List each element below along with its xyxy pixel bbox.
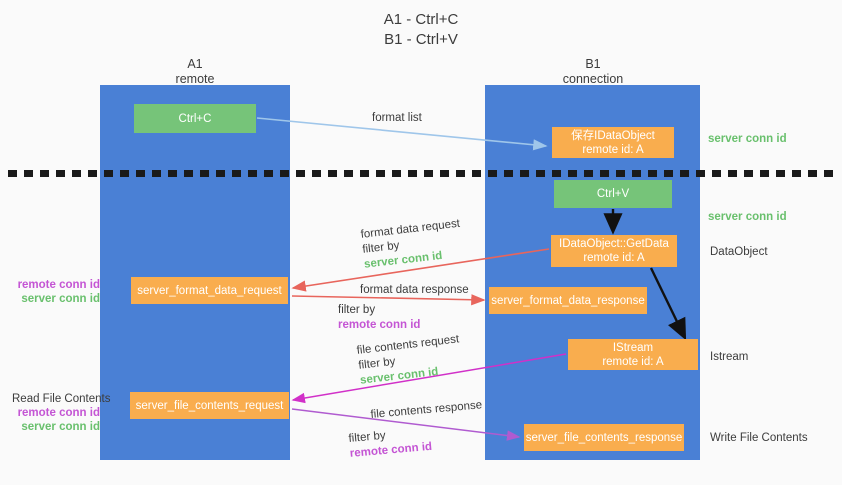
flow-label-format-list-text: format list: [372, 112, 422, 124]
lane-title-b1-name: B1: [585, 57, 601, 71]
annotation-server-conn-id-mid: server conn id: [708, 211, 787, 223]
box-ctrl-v-label: Ctrl+V: [596, 188, 630, 200]
box-server-format-data-response[interactable]: server_format_data_response: [489, 287, 647, 314]
box-server-file-contents-request-label: server_file_contents_request: [135, 399, 284, 412]
flow-label-file-contents-request: file contents request filter by server c…: [356, 332, 463, 388]
box-server-format-data-request-label: server_format_data_request: [137, 284, 282, 297]
box-server-file-contents-request[interactable]: server_file_contents_request: [130, 392, 289, 419]
flow-label-format-list: format list: [372, 111, 422, 126]
box-server-file-contents-response-label: server_file_contents_response: [525, 431, 683, 444]
annotation-left-conn-ids-format: remote conn id server conn id: [12, 278, 100, 306]
flow-label-file-contents-response-filter: filter by remote conn id: [348, 425, 433, 462]
box-server-format-data-response-label: server_format_data_response: [491, 294, 645, 307]
annotation-dataobject: DataObject: [710, 246, 768, 258]
box-server-file-contents-response[interactable]: server_file_contents_response: [524, 424, 684, 451]
annotation-remote-conn-id-2: remote conn id: [17, 407, 100, 419]
box-server-format-data-request[interactable]: server_format_data_request: [131, 277, 288, 304]
lane-title-a1-subtitle: remote: [175, 72, 215, 86]
box-istream-line1: IStream: [612, 341, 654, 354]
box-idataobject-getdata[interactable]: IDataObject::GetData remote id: A: [551, 235, 677, 267]
flow-label-file-contents-response-filter-line: filter by remote conn id: [348, 425, 433, 462]
flow-label-format-data-response-filter-line: filter by remote conn id: [338, 303, 420, 333]
filter-prefix: filter by: [338, 304, 376, 316]
flow-label-file-contents-response: file contents response: [370, 398, 483, 423]
flow-label-file-contents-response-text: file contents response: [370, 399, 483, 421]
lane-title-a1-name: A1: [187, 57, 203, 71]
annotation-remote-conn-id-1: remote conn id: [17, 279, 100, 291]
lane-title-a1: A1 remote: [100, 57, 290, 87]
annotation-server-conn-id-2: server conn id: [21, 421, 100, 433]
box-istream[interactable]: IStream remote id: A: [568, 339, 698, 370]
page-title-line1: A1 - Ctrl+C: [383, 11, 459, 28]
page-title: A1 - Ctrl+C B1 - Ctrl+V: [0, 10, 842, 50]
annotation-server-conn-id-top: server conn id: [708, 133, 787, 145]
annotation-istream: Istream: [710, 351, 749, 363]
flow-label-format-data-response-text: format data response: [360, 284, 469, 296]
divider-dashed-line: [8, 170, 834, 177]
box-save-idataobject[interactable]: 保存IDataObject remote id: A: [552, 127, 674, 158]
box-ctrl-v[interactable]: Ctrl+V: [554, 180, 672, 208]
box-ctrl-c[interactable]: Ctrl+C: [134, 104, 256, 133]
flow-label-format-data-response: format data response: [360, 283, 469, 298]
box-istream-line2: remote id: A: [602, 355, 664, 368]
annotation-server-conn-id-1: server conn id: [21, 293, 100, 305]
lane-title-b1-subtitle: connection: [562, 72, 624, 86]
box-idataobject-getdata-line1: IDataObject::GetData: [559, 238, 669, 250]
box-save-idataobject-line1: 保存IDataObject: [571, 129, 655, 142]
flow-label-format-data-request: format data request filter by server con…: [360, 217, 464, 273]
box-ctrl-c-label: Ctrl+C: [178, 112, 212, 125]
filter-value-remote-conn-id: remote conn id: [338, 319, 421, 331]
flow-label-format-data-response-filter: filter by remote conn id: [338, 303, 420, 333]
annotation-left-conn-ids-file: Read File Contents remote conn id server…: [12, 392, 111, 434]
annotation-write-file-contents: Write File Contents: [710, 432, 808, 444]
lane-title-b1: B1 connection: [498, 57, 688, 87]
page-title-line2: B1 - Ctrl+V: [384, 31, 458, 48]
box-idataobject-getdata-line2: remote id: A: [583, 252, 645, 264]
annotation-read-file-contents: Read File Contents: [12, 393, 111, 405]
box-save-idataobject-line2: remote id: A: [582, 143, 644, 156]
